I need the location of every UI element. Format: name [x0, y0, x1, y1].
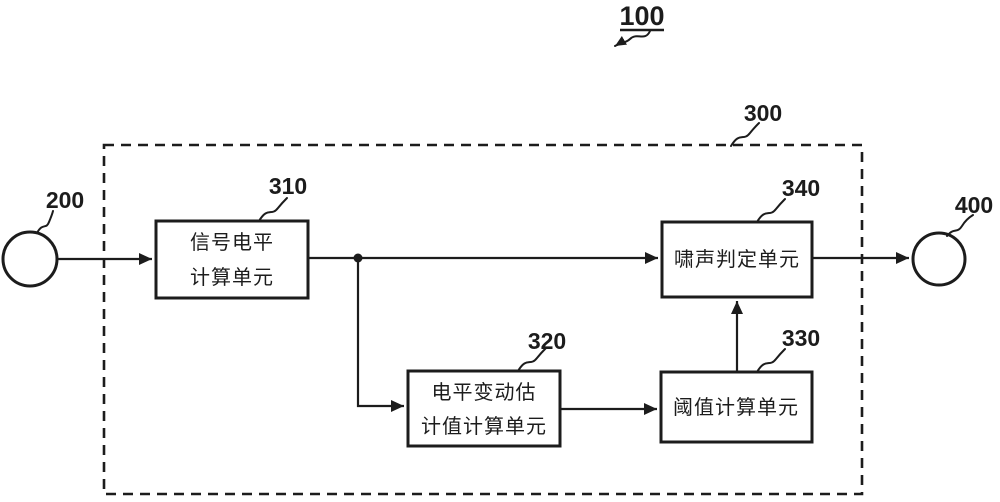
threshold-calc-box-330	[659, 370, 814, 444]
signal-level-calc-label-line1: 信号电平	[190, 231, 274, 254]
ref-label-310: 310	[269, 173, 307, 199]
leader-squiggle-200	[36, 210, 54, 234]
level-variation-estimate-label-line2: 计值计算单元	[421, 415, 547, 438]
ref-label-400: 400	[955, 192, 993, 218]
ref-label-320: 320	[528, 328, 566, 354]
howling-decision-label: 啸声判定单元	[674, 248, 800, 271]
dashed-module-boundary-300	[102, 143, 864, 496]
leader-squiggle-340	[756, 198, 786, 223]
level-variation-estimate-label-line1: 电平变动估	[432, 381, 537, 404]
output-terminal-circle-400	[911, 231, 967, 287]
leader-squiggle-310	[258, 197, 288, 222]
leader-squiggle-300	[730, 122, 760, 147]
ref-label-340: 340	[782, 175, 820, 201]
leader-squiggle-330	[756, 348, 786, 373]
leader-squiggle-320	[517, 347, 547, 372]
figure-number-leader-arrow	[614, 30, 651, 47]
howling-decision-box-340	[660, 220, 814, 299]
signal-level-calc-label-line2: 计算单元	[190, 266, 274, 289]
threshold-calc-label: 阈值计算单元	[673, 396, 799, 419]
figure-number-label: 100	[619, 1, 664, 31]
arrow-branch-to-320	[356, 258, 404, 412]
input-terminal-circle-200	[1, 230, 59, 288]
leader-squiggle-400	[946, 214, 974, 237]
signal-level-calc-box-310	[154, 219, 310, 300]
ref-label-330: 330	[782, 325, 820, 351]
level-variation-estimate-box-320	[406, 369, 562, 448]
ref-label-200: 200	[46, 187, 84, 213]
ref-label-300: 300	[744, 100, 782, 126]
